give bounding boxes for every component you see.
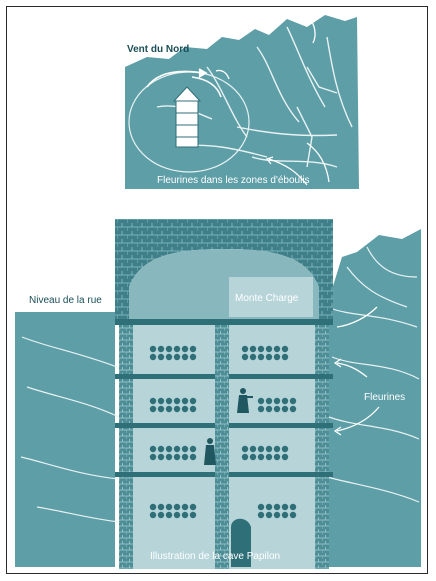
cave-wall-left xyxy=(119,319,133,569)
label-vent-du-nord: Vent du Nord xyxy=(127,44,189,55)
central-pillar xyxy=(215,325,229,569)
label-fleurines: Fleurines xyxy=(364,392,405,403)
label-illustration-cave: Illustration de la cave Papilon xyxy=(150,551,280,562)
cave-diagram: Vent du Nord Fleurines dans les zones d'… xyxy=(7,7,429,575)
diagram-frame: Vent du Nord Fleurines dans les zones d'… xyxy=(6,6,428,574)
label-niveau-rue: Niveau de la rue xyxy=(29,295,102,306)
cave-section: Niveau de la rue Monte Charge xyxy=(15,219,421,569)
cave-wall-right xyxy=(315,319,329,569)
label-fleurines-eboulis: Fleurines dans les zones d'éboulis xyxy=(157,175,310,186)
label-monte-charge: Monte Charge xyxy=(235,293,299,304)
top-inset: Vent du Nord Fleurines dans les zones d'… xyxy=(125,15,359,189)
